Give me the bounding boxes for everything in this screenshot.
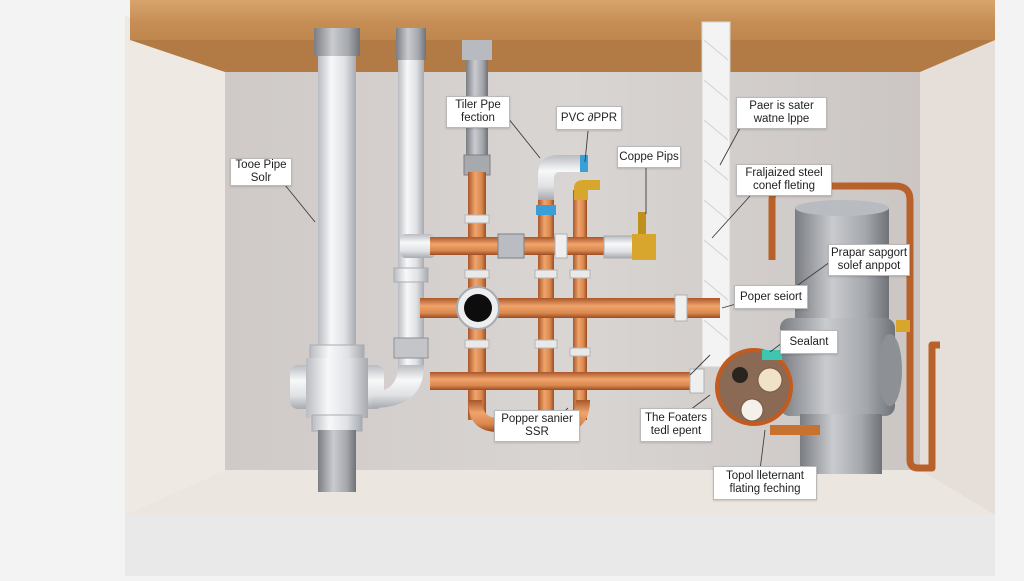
label-water-pipe-line1: Paer is sater (749, 100, 814, 112)
secondary-pvc-coupling (393, 267, 429, 283)
main-pvc-cap (314, 28, 360, 56)
label-toilet-pipe-line1: Tooe Pipe (235, 159, 287, 171)
ppr-end-band (580, 155, 588, 172)
label-pvc-ppr: PVC ∂PPR (556, 106, 622, 130)
label-proper-support: Prapar sapgort solef anppot (828, 244, 910, 276)
label-pvc-ppr-line1: PVC ∂PPR (560, 111, 618, 124)
label-proper-support-line2: solef anppot (837, 260, 901, 272)
label-galvanized-steel-line2: conef fleting (752, 180, 815, 192)
secondary-pvc-elbow (372, 365, 424, 408)
vent-pipe-cap (462, 40, 492, 60)
label-water-pipe: Paer is sater watne lppe (736, 97, 827, 129)
copper-run-lower (430, 372, 700, 390)
tank-outlet (878, 334, 902, 406)
brass-fitting (574, 180, 600, 200)
cabinet-bottom (125, 515, 995, 576)
right-side-wall (920, 15, 995, 515)
wooden-shelf-edge (130, 22, 995, 40)
secondary-pvc-cap (396, 28, 426, 60)
label-proper-sanitary: Popper sanier SSR (494, 410, 580, 442)
label-toilet-pipe-line2: Solr (250, 172, 272, 184)
label-proper-sanitary-line1: Popper sanier (501, 413, 573, 425)
secondary-pvc-side-inlet (400, 234, 436, 258)
label-tile-pipe-section: Tiler Ppe fection (446, 96, 510, 128)
pvc-valve-body (603, 235, 635, 259)
main-pvc-lower-coupling (311, 414, 363, 432)
pipe-opening (464, 294, 492, 322)
label-copper-pipes-line1: Coppe Pips (619, 150, 679, 163)
label-toilet-waterproof: Topol lleternant flating feching (713, 466, 817, 500)
label-toilet-pipe: Tooe Pipe Solr (230, 158, 292, 186)
secondary-pvc-clamp (393, 337, 429, 359)
label-the-fosters-line1: The Foaters (645, 412, 707, 424)
pvc-blue-band (536, 205, 556, 215)
label-sealant-line1: Sealant (789, 335, 829, 348)
main-pvc-tee-body (306, 358, 368, 418)
label-proper-sanitary-line2: SSR (525, 426, 549, 438)
label-the-fosters-line2: tedl epent (650, 425, 702, 437)
insulation-texture (703, 39, 729, 341)
left-side-wall (125, 15, 225, 515)
label-galvanized-steel: Fraljaized steel conef fleting (736, 164, 832, 196)
inset-seal-band (762, 350, 782, 360)
label-toilet-waterproof-line1: Topol lleternant (726, 470, 804, 482)
inset-fitting-2 (740, 398, 764, 422)
main-pvc-steel-bottom (318, 430, 356, 492)
label-galvanized-steel-line1: Fraljaized steel (745, 167, 823, 179)
label-the-fosters: The Foaters tedl epent (640, 408, 712, 442)
label-toilet-waterproof-line2: flating feching (729, 483, 801, 495)
tank-top-rim (795, 200, 889, 216)
label-proper-sealant: Poper seiort (734, 285, 808, 309)
inset-fitting-1 (757, 367, 783, 393)
brass-valve (632, 234, 656, 260)
secondary-pvc-pipe (398, 30, 424, 370)
label-sealant: Sealant (780, 330, 838, 354)
label-proper-support-line1: Prapar sapgort (830, 247, 908, 259)
inset-fitting-3 (732, 367, 748, 383)
steel-union (497, 233, 525, 259)
label-proper-sealant-line1: Poper seiort (740, 290, 803, 303)
label-copper-pipes: Coppe Pips (617, 146, 681, 168)
brass-valve-stem (638, 212, 646, 234)
label-tile-pipe-section-line1: Tiler Ppe (455, 99, 501, 111)
copper-loop-lower-fitting (770, 425, 820, 435)
floor (125, 470, 995, 515)
copper-collars (464, 214, 591, 357)
wooden-shelf-underside (130, 40, 995, 72)
label-water-pipe-line2: watne lppe (753, 113, 810, 125)
label-tile-pipe-section-line2: fection (461, 112, 495, 124)
pvc-elbow-ppr (538, 155, 585, 200)
main-pvc-coupling (309, 344, 365, 360)
tank-base (800, 414, 882, 474)
copper-loop-fitting (896, 320, 910, 332)
